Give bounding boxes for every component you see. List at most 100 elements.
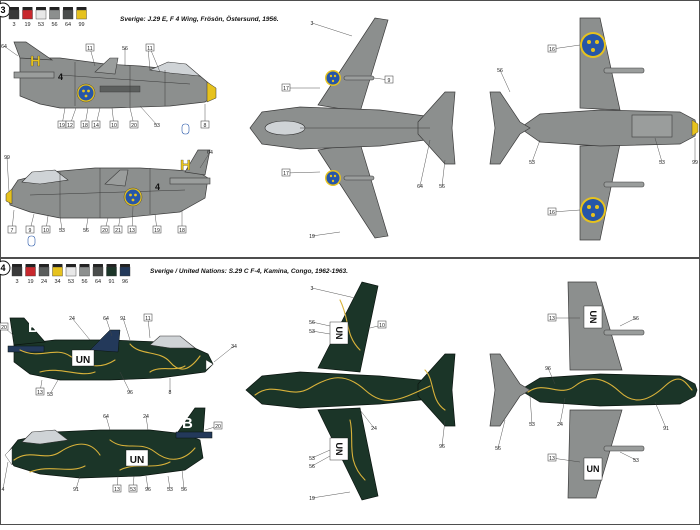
callout-number: 53 — [529, 160, 535, 166]
callout-number: 53 — [154, 123, 160, 129]
un-box-bottom-left — [583, 305, 603, 329]
callout-number: 16 — [549, 210, 555, 216]
decal-callout: 56 — [181, 469, 187, 493]
callout-number: 19 — [154, 228, 160, 234]
callout-number: 96 — [545, 366, 551, 372]
decal-callout: 64 — [103, 414, 111, 431]
decal-callout: 19 — [309, 491, 351, 502]
callout-number: 64 — [1, 44, 7, 50]
un-marking-bottom-right: UN — [587, 464, 600, 474]
decal-callout: 13 — [547, 313, 580, 322]
wing-emblem-lower — [27, 235, 36, 247]
decal-callout: 34 — [213, 344, 237, 363]
top-view-2: UN UN — [245, 281, 456, 501]
paint-code: 3 — [12, 22, 15, 28]
paint-jar-icon — [8, 7, 20, 20]
code-letter-upper-2: B — [28, 319, 39, 336]
callout-number: 21 — [115, 228, 121, 234]
paint-jar-icon — [65, 264, 77, 277]
roundel-side-lower — [123, 187, 143, 207]
paint-jar-icon — [35, 7, 47, 20]
code-letter-lower: H — [180, 157, 191, 174]
canopy-upper — [148, 61, 201, 77]
canopy-lower-2 — [21, 429, 69, 445]
callout-number: 53 — [47, 392, 53, 398]
decal-callout: 3 — [311, 21, 353, 37]
decal-callout: 64 — [1, 44, 19, 57]
canopy-upper-2 — [149, 335, 196, 349]
side-view-upper: H 4 — [13, 41, 217, 135]
decal-callout: 96 — [119, 371, 133, 396]
decal-callout: 56 — [439, 159, 446, 190]
decal-callout: 9 — [25, 213, 35, 234]
callout-number: 8 — [204, 123, 207, 129]
paint-code: 91 — [108, 279, 114, 285]
decal-callout: 56 — [122, 46, 128, 66]
callout-number: 13 — [549, 316, 555, 322]
decal-callout: 11 — [143, 313, 153, 339]
decal-callout: 96 — [145, 475, 151, 493]
callout-number: 53 — [309, 329, 315, 335]
roundel-top-right — [325, 170, 341, 186]
paint-code: 3 — [15, 279, 18, 285]
top-view — [249, 17, 456, 239]
tailplane-lower — [169, 177, 211, 185]
paint-jar-icon — [119, 264, 131, 277]
decal-callout: 53 — [619, 451, 639, 464]
decal-callout: 8 — [169, 378, 172, 396]
paint-code: 53 — [68, 279, 74, 285]
fuselage-bottom-2 — [519, 373, 698, 407]
callout-number: 53 — [309, 456, 315, 462]
callout-number: 14 — [93, 123, 99, 129]
callout-number: 24 — [69, 316, 75, 322]
callout-number: 13 — [129, 228, 135, 234]
decal-callout: 99 — [692, 138, 698, 166]
callout-number: 96 — [145, 487, 151, 493]
decal-callout: 18 — [177, 210, 187, 234]
wing-emblem-upper — [181, 123, 190, 135]
roundel-bottom-left — [580, 32, 606, 58]
decal-callout: 53 — [47, 379, 59, 398]
callout-number: 53 — [130, 487, 136, 493]
paint-jar-icon — [52, 264, 63, 277]
decal-callout: 4 — [2, 461, 9, 493]
decal-callout: 21 — [113, 217, 123, 234]
un-marking-side-upper: UN — [76, 355, 90, 366]
decal-callout: 53 — [309, 449, 331, 462]
callout-number: 91 — [663, 426, 669, 432]
callout-number: 16 — [549, 47, 555, 53]
decal-callout: 24 — [69, 316, 91, 341]
decal-callout: 24 — [359, 409, 377, 432]
callout-number: 13 — [114, 487, 120, 493]
callout-number: 53 — [633, 458, 639, 464]
decal-callout: 13 — [547, 453, 581, 463]
callout-number: 99 — [4, 155, 10, 161]
decal-callout: 56 — [495, 419, 506, 452]
paint-code: 96 — [122, 279, 128, 285]
decal-callout: 9 — [373, 75, 394, 84]
bottom-view-2: UN UN — [489, 281, 698, 499]
decal-callout: 19 — [152, 213, 162, 234]
callout-number: 17 — [283, 171, 289, 177]
decal-callout: 64 — [417, 139, 431, 190]
callout-number: 96 — [439, 444, 445, 450]
callout-number: 56 — [497, 68, 503, 74]
callout-number: 53 — [59, 228, 65, 234]
paint-jar-icon — [25, 264, 36, 277]
callout-number: 91 — [120, 316, 126, 322]
decal-callout: 56 — [83, 217, 89, 234]
tail-fin-upper — [13, 41, 54, 61]
decal-callout: 53 — [167, 475, 173, 493]
tailplane-top — [417, 91, 456, 165]
roundel-top-left — [325, 70, 341, 86]
callout-number: 11 — [145, 316, 150, 322]
callout-number: 56 — [309, 320, 315, 326]
callout-number: 8 — [169, 390, 172, 396]
paint-jar-icon — [38, 264, 50, 277]
callout-number: 10 — [43, 228, 49, 234]
decal-callout: 20 — [204, 421, 223, 431]
decal-callout: 13 — [112, 475, 122, 493]
